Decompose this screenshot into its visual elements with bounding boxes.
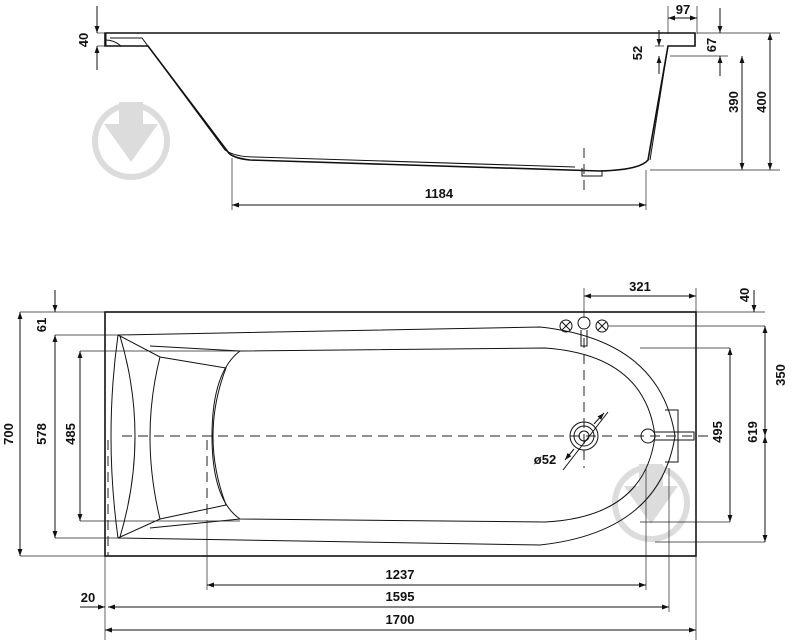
dim-rim-width: 97 [676, 2, 690, 17]
dim-drain-to-end: 321 [629, 279, 651, 294]
side-view: 40 97 52 67 390 400 1184 [76, 2, 780, 210]
dim-end-offset: 20 [81, 590, 95, 605]
dim-bottom-length-top: 1237 [386, 567, 415, 582]
overflow-icon [640, 409, 695, 463]
dim-top-offset: 40 [737, 288, 752, 302]
dim-outer-width: 619 [745, 421, 760, 443]
tub-inner-rim [110, 326, 676, 546]
dim-bottom-width: 485 [63, 423, 78, 445]
dim-inner-depth: 390 [726, 91, 741, 113]
dim-inner-width: 578 [34, 423, 49, 445]
dim-bottom-length-side: 1184 [425, 186, 454, 201]
top-view: ø52 700 578 485 61 40 32 [1, 279, 788, 640]
watermark-logo-icon [612, 464, 690, 542]
side-view-outline [104, 32, 696, 172]
tub-bowl [211, 347, 656, 523]
tub-backrest [117, 334, 227, 539]
dim-edge-offset: 61 [34, 318, 49, 332]
dim-overall-width: 700 [1, 423, 16, 445]
watermark-logo-icon [92, 102, 170, 180]
dim-drain-to-side: 350 [773, 364, 788, 386]
dim-total-height: 400 [754, 91, 769, 113]
dim-overall-length: 1700 [386, 612, 415, 627]
dim-drain-diameter: ø52 [534, 452, 556, 467]
side-view-inner-wall [110, 37, 576, 168]
dim-rim-inner-drop: 52 [630, 46, 645, 60]
dim-rim-outer-drop: 67 [704, 38, 719, 52]
dim-rim-height: 40 [76, 33, 91, 47]
dim-inner-length: 1595 [386, 589, 415, 604]
dim-bowl-width: 495 [710, 421, 725, 443]
